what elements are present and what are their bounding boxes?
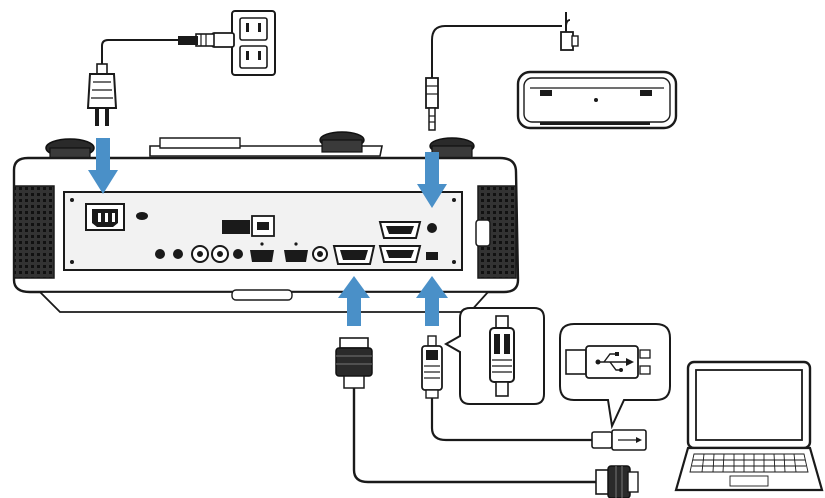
power-cable bbox=[101, 39, 178, 66]
mini-usb-connector-icon bbox=[421, 335, 443, 399]
hdmi-port-2 bbox=[284, 250, 308, 262]
usb-a-connector-zoom-icon bbox=[565, 345, 651, 379]
round-jack-5 bbox=[233, 249, 243, 259]
vga-port-lower bbox=[378, 245, 422, 263]
usb-cable bbox=[430, 398, 592, 442]
vga-port-upper bbox=[378, 221, 422, 239]
hdmi-port-1 bbox=[250, 250, 274, 262]
round-jack-1 bbox=[155, 249, 165, 259]
vga-connector-laptop-icon bbox=[595, 465, 639, 498]
wall-plug-icon bbox=[178, 32, 235, 48]
vga-cable bbox=[352, 388, 598, 484]
mini-usb-connector-zoom-icon bbox=[489, 315, 515, 397]
round-jack-2 bbox=[173, 249, 183, 259]
adjust-foot-right bbox=[429, 137, 475, 159]
mini-jack-plug-top-icon bbox=[560, 12, 579, 51]
vga-connector-icon bbox=[335, 337, 373, 389]
ac-inlet-port bbox=[85, 203, 125, 231]
audio-input-arrow bbox=[417, 152, 447, 208]
audio-cable bbox=[431, 25, 562, 78]
usb-a-connector-icon bbox=[591, 429, 647, 451]
power-input-arrow bbox=[88, 138, 118, 194]
ac-power-plug-icon bbox=[86, 63, 118, 126]
audio-in-jack bbox=[427, 223, 437, 233]
laptop-icon bbox=[674, 360, 824, 492]
mini-usb-port bbox=[426, 252, 438, 260]
speaker-bar-icon bbox=[516, 70, 678, 130]
adjust-foot-center bbox=[319, 131, 365, 153]
magnifier-callout-usb-a bbox=[559, 323, 671, 430]
security-slot bbox=[136, 212, 148, 220]
laptop-keyboard bbox=[689, 453, 809, 487]
vga-input-arrow bbox=[338, 276, 370, 326]
audio-jack-plug-icon bbox=[425, 77, 439, 131]
adjust-foot-left bbox=[45, 138, 95, 161]
rear-panel-ports bbox=[85, 203, 438, 265]
vga-in-port bbox=[332, 245, 376, 265]
usb-input-arrow bbox=[416, 276, 448, 326]
power-outlet-icon bbox=[231, 10, 276, 76]
service-port bbox=[222, 220, 250, 234]
magnifier-callout-icon bbox=[443, 307, 545, 405]
